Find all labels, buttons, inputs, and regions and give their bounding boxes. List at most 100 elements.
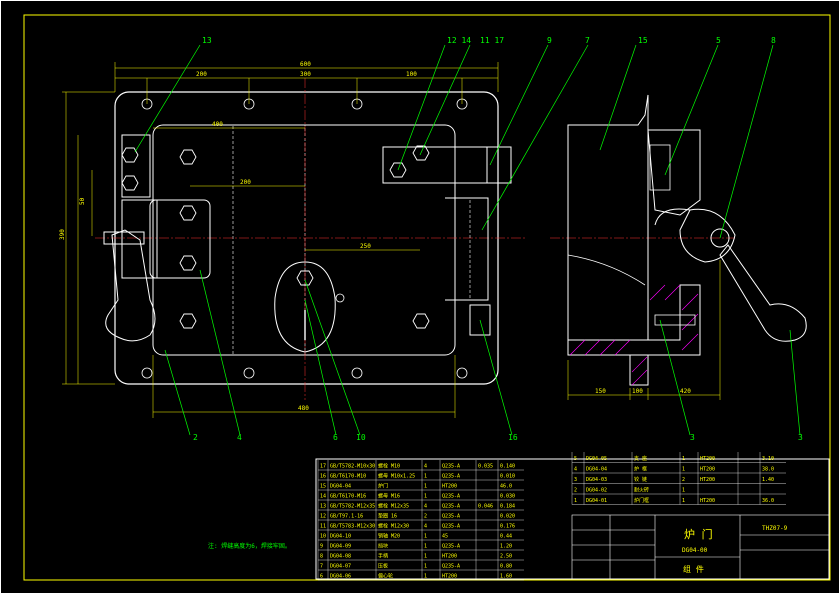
bom-cell: 垫圈 16 (378, 513, 397, 520)
bom-cell: 1 (682, 498, 685, 504)
balloon-2: 2 (193, 433, 198, 442)
side-block (649, 144, 671, 191)
bom-cell: 1 (424, 544, 427, 550)
bom-cell: 0.184 (500, 504, 515, 510)
bom-cell: 1 (424, 564, 427, 570)
bom-cell: 2 (424, 514, 427, 520)
dim-top-left: 200 (196, 71, 207, 78)
bom-cell: 15 (320, 484, 326, 490)
dim-inner-width: 400 (212, 121, 223, 128)
bom-cell: 偏心轮 (378, 573, 393, 580)
bom-cell: DG04-01 (586, 498, 607, 504)
bolt-holes (141, 98, 468, 379)
bom-cell: 压板 (378, 563, 388, 570)
cam-pin (335, 293, 345, 303)
bom-cell: 1.60 (500, 574, 512, 580)
side-bracket (647, 129, 701, 216)
bom-cell: 45 (442, 534, 448, 540)
bom-cell: DG04-09 (330, 544, 351, 550)
bom-cell: GB/T5782-M12x35 (330, 504, 375, 510)
balloon-16: 16 (508, 433, 518, 442)
bom-cell: 46.0 (500, 484, 512, 490)
guide-block (469, 304, 491, 336)
bom-cell: GB/T97.1-16 (330, 514, 363, 520)
bom-cell: 1 (682, 488, 685, 494)
bom-cell: 1 (424, 474, 427, 480)
bom-cell: DG04-02 (586, 488, 607, 494)
bom-cell: 支 座 (634, 455, 647, 462)
bom-cell: 3.10 (762, 456, 774, 462)
bom-cell: 耐火砖 (634, 487, 649, 494)
bom-cell: 1 (424, 484, 427, 490)
hinge-plate (149, 199, 211, 279)
bom-cell: GB/T5782-M10x30 (330, 464, 375, 470)
drawing-number: THZ07-9 (762, 525, 788, 532)
side-dim-lines (567, 260, 721, 400)
hinge-top (121, 134, 151, 198)
bom-cell: 2.50 (500, 554, 512, 560)
bom-cell: DG04-10 (330, 534, 351, 540)
dimension-lines (62, 62, 499, 418)
bom-cell: HT200 (442, 554, 457, 560)
hinge-body (121, 199, 158, 279)
bom-cell: DG04-05 (586, 456, 607, 462)
balloon-15: 15 (638, 36, 648, 45)
bom-cell: Q235-A (442, 504, 460, 510)
front-handle (105, 229, 156, 342)
balloon-8: 8 (771, 36, 776, 45)
bom-cell: 销轴 M20 (378, 533, 400, 540)
bom-cell: 0.035 (478, 464, 493, 470)
bom-cell: 5 (574, 456, 577, 462)
bom-cell: 17 (320, 464, 326, 470)
bom-cell: 炉 框 (634, 466, 647, 473)
bom-cell: 1 (424, 494, 427, 500)
bom-cell: 0.176 (500, 524, 515, 530)
bom-cell: 9 (320, 544, 323, 550)
bom-cell: Q235-A (442, 464, 460, 470)
bom-cell: 4 (424, 524, 427, 530)
hex-bolts (121, 145, 430, 329)
bom-cell: 0.046 (478, 504, 493, 510)
side-bolt (654, 314, 696, 326)
bom-cell: DG04-08 (330, 554, 351, 560)
bom-cell: HT200 (442, 484, 457, 490)
bom-cell: Q235-A (442, 514, 460, 520)
bom-cell: 0.030 (500, 494, 515, 500)
balloon-3b: 3 (798, 433, 803, 442)
inner-frame (152, 124, 456, 356)
bom-cell: Q235-A (442, 494, 460, 500)
balloon-12-14: 12 14 (447, 36, 471, 45)
bom-cell: GB/T6170-M16 (330, 494, 366, 500)
side-view: 150 100 420 (550, 94, 807, 400)
side-foot (629, 355, 649, 386)
bom-cell: 挡块 (378, 543, 388, 550)
bom-cell: 0.44 (500, 534, 512, 540)
side-eccentric (679, 208, 736, 263)
assembly-label: 组 件 (683, 564, 704, 574)
bom-cell: 螺母 M16 (378, 493, 400, 500)
dim-middle-span: 200 (240, 179, 251, 186)
balloon-6: 6 (333, 433, 338, 442)
eccentric-cam (274, 261, 336, 353)
bom-cell: 12 (320, 514, 326, 520)
bom-cell: 螺栓 M12x30 (378, 523, 409, 530)
bom-cell: 1.20 (500, 544, 512, 550)
side-flange (567, 284, 701, 356)
bom-cell: 2 (682, 477, 685, 483)
bom-cell: 7 (320, 564, 323, 570)
leader-lines (134, 44, 801, 436)
bom-cell: 8 (320, 554, 323, 560)
bom-cell: Q235-A (442, 474, 460, 480)
bom-cell: DG04-07 (330, 564, 351, 570)
bom-cell: 炉门框 (634, 497, 649, 504)
bom-cell: 螺栓 M10 (378, 463, 400, 470)
bom-cell: 1.40 (762, 477, 774, 483)
balloon-labels: 13 12 14 11 17 9 7 15 5 8 2 4 6 10 16 3 … (193, 36, 803, 442)
bom-cell: 螺母 M10x1.25 (378, 473, 415, 480)
balloon-7: 7 (585, 36, 590, 45)
bom-cell: DG04-03 (586, 477, 607, 483)
